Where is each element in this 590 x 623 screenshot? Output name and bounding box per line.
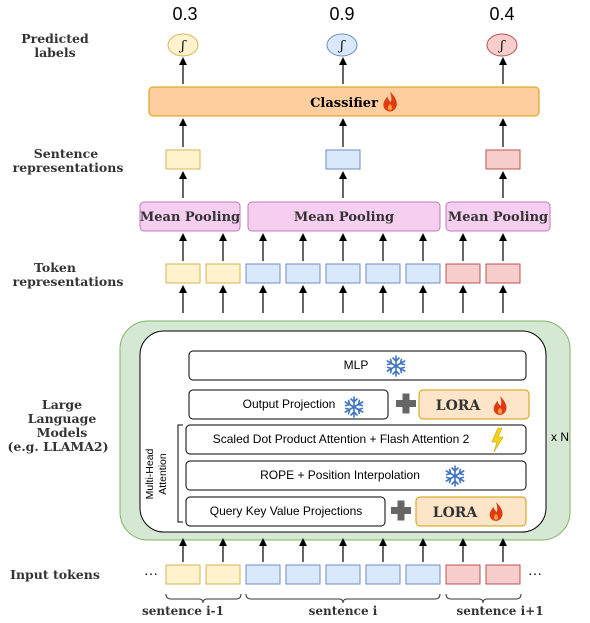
input-token-7 (405, 564, 441, 585)
input-token-4 (285, 564, 321, 585)
output-projection-box: Output Projection (188, 389, 389, 420)
token-rep-1 (165, 263, 201, 284)
rope-label: ROPE + Position Interpolation (260, 468, 420, 482)
ellipsis-left: ··· (144, 565, 158, 581)
label-llm-line4: (e.g. LLAMA2) (7, 439, 108, 454)
rope-box: ROPE + Position Interpolation (185, 460, 527, 491)
plus-icon (396, 393, 416, 414)
token-rep-9 (485, 263, 521, 284)
token-rep-6 (365, 263, 401, 284)
mha-bracket (177, 424, 183, 523)
token-rep-5 (325, 263, 361, 284)
mha-label: Multi-Head Attention (144, 448, 169, 499)
mean-pooling-label: Mean Pooling (294, 210, 394, 225)
token-representation-row (165, 263, 521, 284)
token-rep-3 (245, 263, 281, 284)
label-sentence-line1: Sentence (34, 146, 98, 161)
sentence-rep-2 (325, 149, 361, 170)
label-input-tokens: Input tokens (10, 567, 100, 582)
prediction-value-3: 0.4 (489, 4, 514, 24)
label-sentence-line2: representations (13, 160, 124, 175)
input-token-6 (365, 564, 401, 585)
lora-label: LORA (433, 505, 479, 521)
label-token-line2: representations (13, 274, 124, 289)
mean-pooling-label: Mean Pooling (448, 210, 548, 225)
mha-label-line1: Multi-Head (144, 448, 156, 499)
sentence-brace-2 (245, 593, 441, 604)
token-rep-2 (205, 263, 241, 284)
lora-box-bottom: LORA (415, 496, 527, 527)
input-token-2 (205, 564, 241, 585)
sentence-brace-1 (165, 593, 242, 604)
output-projection-label: Output Projection (243, 397, 336, 411)
mean-pooling-label: Mean Pooling (140, 210, 240, 225)
prediction-value-2: 0.9 (329, 4, 354, 24)
repeat-label: x N (551, 430, 569, 444)
lightning-icon (491, 427, 504, 453)
lora-label: LORA (436, 398, 482, 414)
plus-icon (391, 500, 411, 521)
prediction-value-1: 0.3 (172, 4, 197, 24)
mean-pooling-3: Mean Pooling (445, 201, 551, 232)
qkv-label: Query Key Value Projections (210, 504, 363, 518)
ellipsis-right: ··· (528, 565, 542, 581)
sentence-rep-1 (165, 149, 201, 170)
mlp-box: MLP (188, 350, 527, 381)
sigmoid-node-3: ʃ (486, 33, 518, 57)
classifier-box: Classifier (148, 86, 540, 117)
classifier-label: Classifier (310, 96, 378, 111)
label-llm-line3: Models (37, 425, 88, 440)
sentence-label-2: sentence i (309, 604, 378, 618)
sigmoid-symbol: ʃ (178, 39, 187, 54)
token-rep-4 (285, 263, 321, 284)
input-token-8 (445, 564, 481, 585)
label-llm-line1: Large (42, 397, 82, 412)
input-token-row (165, 564, 521, 585)
input-token-9 (485, 564, 521, 585)
lora-box-top: LORA (418, 389, 530, 420)
sigmoid-symbol: ʃ (337, 39, 346, 54)
label-predicted-line2: labels (34, 45, 75, 60)
mlp-label: MLP (344, 358, 369, 372)
label-token-line1: Token (34, 260, 76, 275)
label-llm-line2: Language (28, 411, 97, 426)
sentence-label-1: sentence i-1 (142, 604, 224, 618)
sentence-rep-3 (485, 149, 521, 170)
mha-label-line2: Attention (157, 453, 169, 495)
label-predicted-line1: Predicted (21, 31, 89, 46)
mean-pooling-1: Mean Pooling (139, 201, 241, 232)
sigmoid-node-2: ʃ (326, 33, 358, 57)
scaled-dot-attention-box: Scaled Dot Product Attention + Flash Att… (185, 424, 527, 455)
arrow-layer (179, 57, 507, 562)
input-token-5 (325, 564, 361, 585)
qkv-projection-box: Query Key Value Projections (185, 496, 386, 527)
sentence-brace-3 (445, 593, 522, 604)
scaled-dot-label: Scaled Dot Product Attention + Flash Att… (213, 432, 470, 446)
input-token-1 (165, 564, 201, 585)
input-token-3 (245, 564, 281, 585)
sigmoid-symbol: ʃ (497, 39, 506, 54)
sigmoid-node-1: ʃ (167, 33, 199, 57)
token-rep-8 (445, 263, 481, 284)
token-rep-7 (405, 263, 441, 284)
sentence-label-3: sentence i+1 (456, 604, 543, 618)
mean-pooling-2: Mean Pooling (247, 201, 441, 232)
